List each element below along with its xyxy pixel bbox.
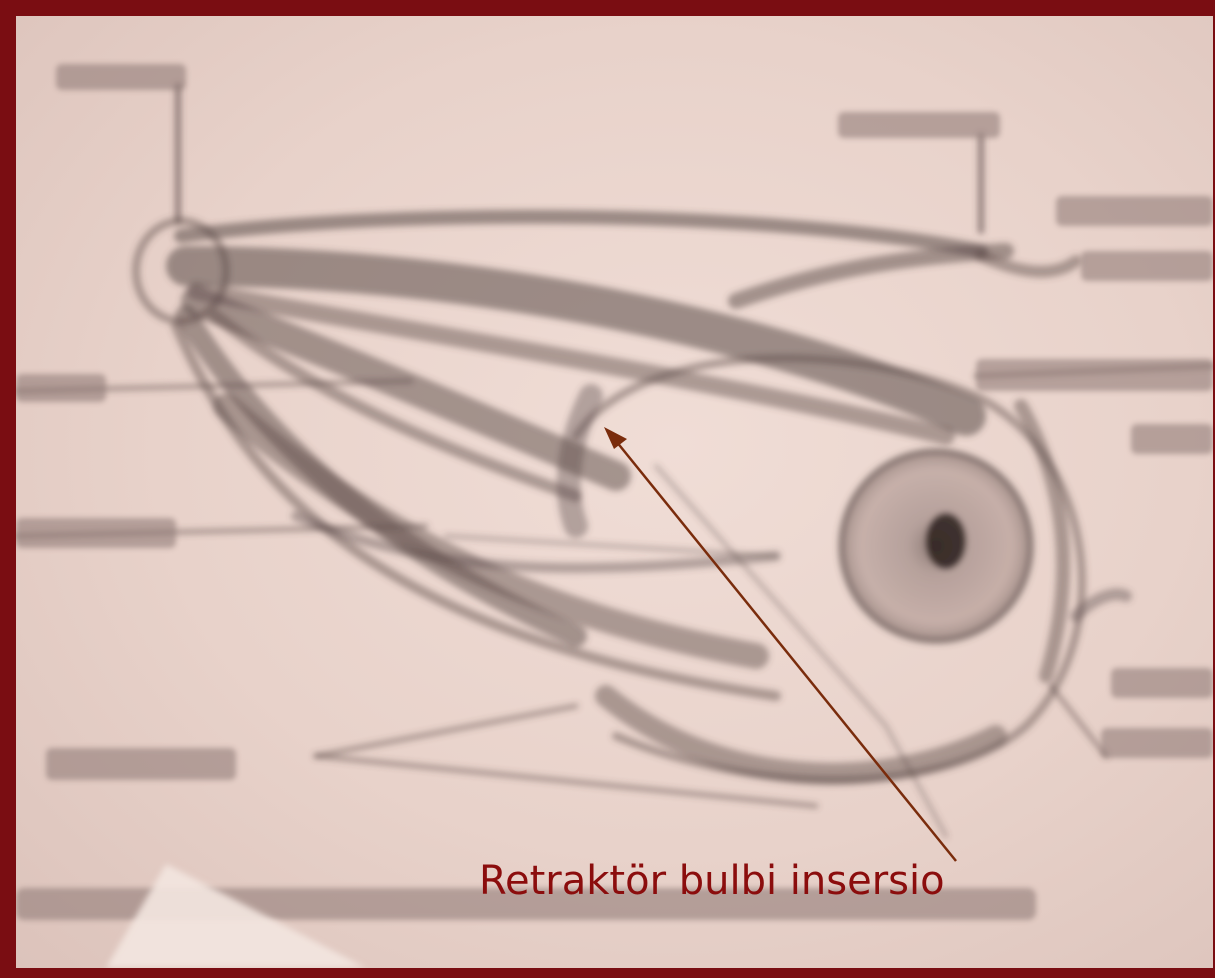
annotation-arrowhead (604, 427, 627, 449)
anatomy-photo: Retraktör bulbi insersio (16, 16, 1213, 968)
blurred-eye-muscle-drawing (16, 16, 1213, 968)
annotation-label: Retraktör bulbi insersio (479, 861, 945, 901)
